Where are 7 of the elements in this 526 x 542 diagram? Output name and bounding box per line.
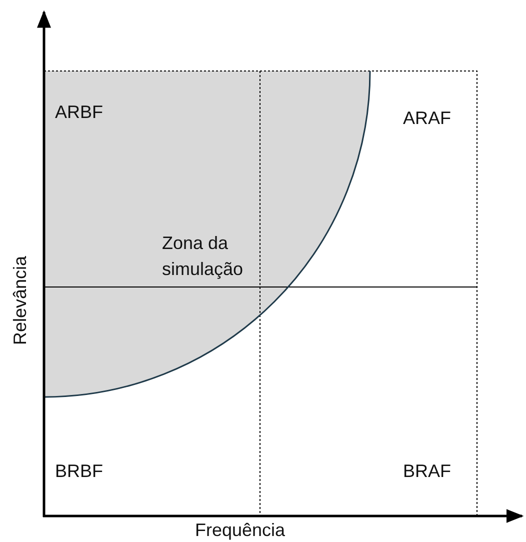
axis-title: Relevância [9,255,31,344]
quadrant-label: BRAF [403,460,452,483]
quadrant-label: ARBF [55,101,104,124]
zone-label: Zona da simulação [162,232,244,281]
quadrant-label: BRBF [55,460,104,483]
axis-title: Frequência [195,520,286,540]
quadrant-label: ARAF [403,107,452,130]
